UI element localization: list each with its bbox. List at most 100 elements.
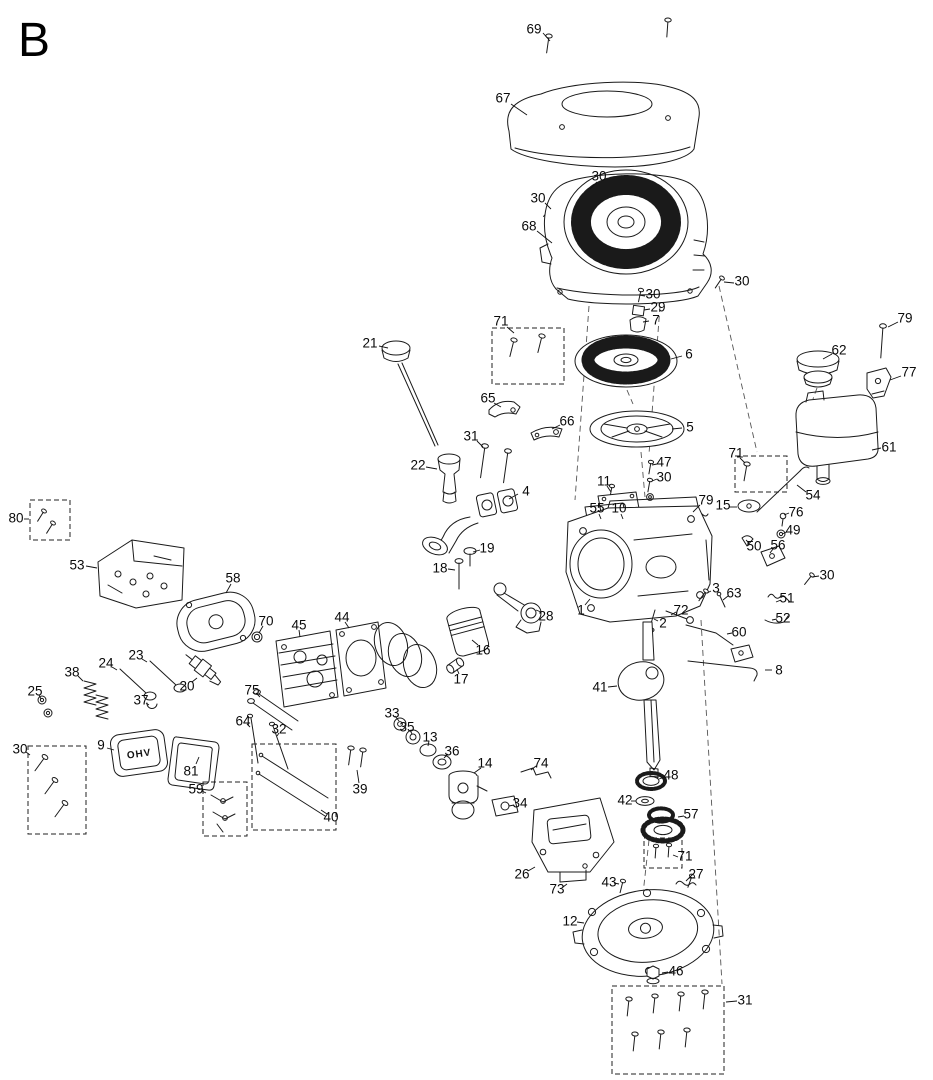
leader-line-1 [584,598,591,606]
art-shape [409,733,417,741]
art-shape [173,683,187,693]
art-shape [45,710,51,716]
art-shape [268,721,276,727]
art-shape [569,529,633,599]
starter-pulley [589,410,685,448]
part-label-31: 31 [737,993,752,1008]
leader-line-2 [653,618,659,622]
art-shape [282,667,337,678]
art-shape [648,495,652,499]
art-shape [628,917,663,939]
leader-line-75 [255,692,261,698]
part-label-30: 30 [645,287,660,302]
art-shape [646,977,660,985]
art-shape [335,621,387,697]
part-label-9: 9 [97,738,105,753]
art-shape [510,407,516,413]
art-shape [457,782,469,794]
head-gasket [335,621,387,697]
art-shape [874,377,882,385]
art-shape [645,459,655,475]
art-shape [506,336,519,358]
part-label-21: 21 [362,336,377,351]
leader-line-25 [38,694,42,700]
part-label-30: 30 [734,274,749,289]
leader-line-37 [145,702,150,706]
art-shape [204,667,217,680]
cover-gasket [167,736,220,791]
art-shape [737,499,761,513]
art-shape [449,621,484,632]
art-shape [681,1027,691,1048]
art-shape [641,798,649,804]
part-label-54: 54 [805,488,821,503]
art-shape [252,702,293,731]
art-shape [160,582,168,590]
art-shape [663,17,672,38]
leader-line-26 [527,866,536,872]
leader-line-9 [106,747,115,751]
art-shape [119,668,147,694]
part-label-57: 57 [683,807,698,822]
art-shape [563,169,689,275]
art-shape [176,591,256,652]
art-shape [631,304,645,317]
part-label-8: 8 [775,663,783,678]
timing-gears [635,771,686,844]
art-shape [432,754,452,770]
art-shape [802,571,816,587]
art-shape [542,33,553,54]
art-shape [448,775,479,804]
art-shape [51,799,70,820]
leader-line-47 [651,463,658,466]
art-shape [626,423,648,435]
art-shape [496,594,519,612]
alignment-dash-8 [812,387,818,400]
art-shape [402,644,438,688]
part-label-61: 61 [881,440,896,455]
part-label-41: 41 [592,680,607,695]
screw-kit-71 [506,332,547,358]
art-shape [606,206,646,238]
art-shape [251,631,263,643]
art-shape [129,578,137,586]
art-shape [437,758,447,766]
part-label-44: 44 [334,610,350,625]
art-shape [496,488,519,514]
part-label-71: 71 [677,849,692,864]
art-shape [95,694,109,720]
art-shape [692,239,706,271]
part-label-27: 27 [688,867,703,882]
leader-line-11 [606,485,612,493]
art-shape [316,654,328,666]
art-shape [767,593,791,603]
art-shape [499,447,513,484]
leader-line-17 [456,668,460,675]
part-label-71: 71 [493,314,508,329]
leader-line-16 [471,639,479,646]
art-shape [649,993,659,1014]
art-shape [253,633,261,641]
art-shape [803,370,833,384]
art-shape [764,615,789,624]
part-label-30: 30 [819,568,834,583]
alignment-dash-6 [642,839,650,895]
art-shape [769,553,775,559]
art-shape [613,353,639,367]
art-shape [216,823,224,833]
part-label-30: 30 [656,470,671,485]
part-label-6: 6 [685,347,693,362]
art-shape [493,582,507,596]
part-label-23: 23 [128,648,143,663]
art-shape [107,555,172,594]
art-shape [646,965,660,980]
part-label-34: 34 [512,796,528,811]
leader-line-41 [607,685,618,688]
art-shape [650,699,655,763]
part-label-11: 11 [597,474,611,489]
art-shape [31,753,50,774]
art-shape [185,654,193,661]
leader-line-35 [409,729,413,735]
art-shape [607,496,699,509]
art-shape [665,610,688,620]
